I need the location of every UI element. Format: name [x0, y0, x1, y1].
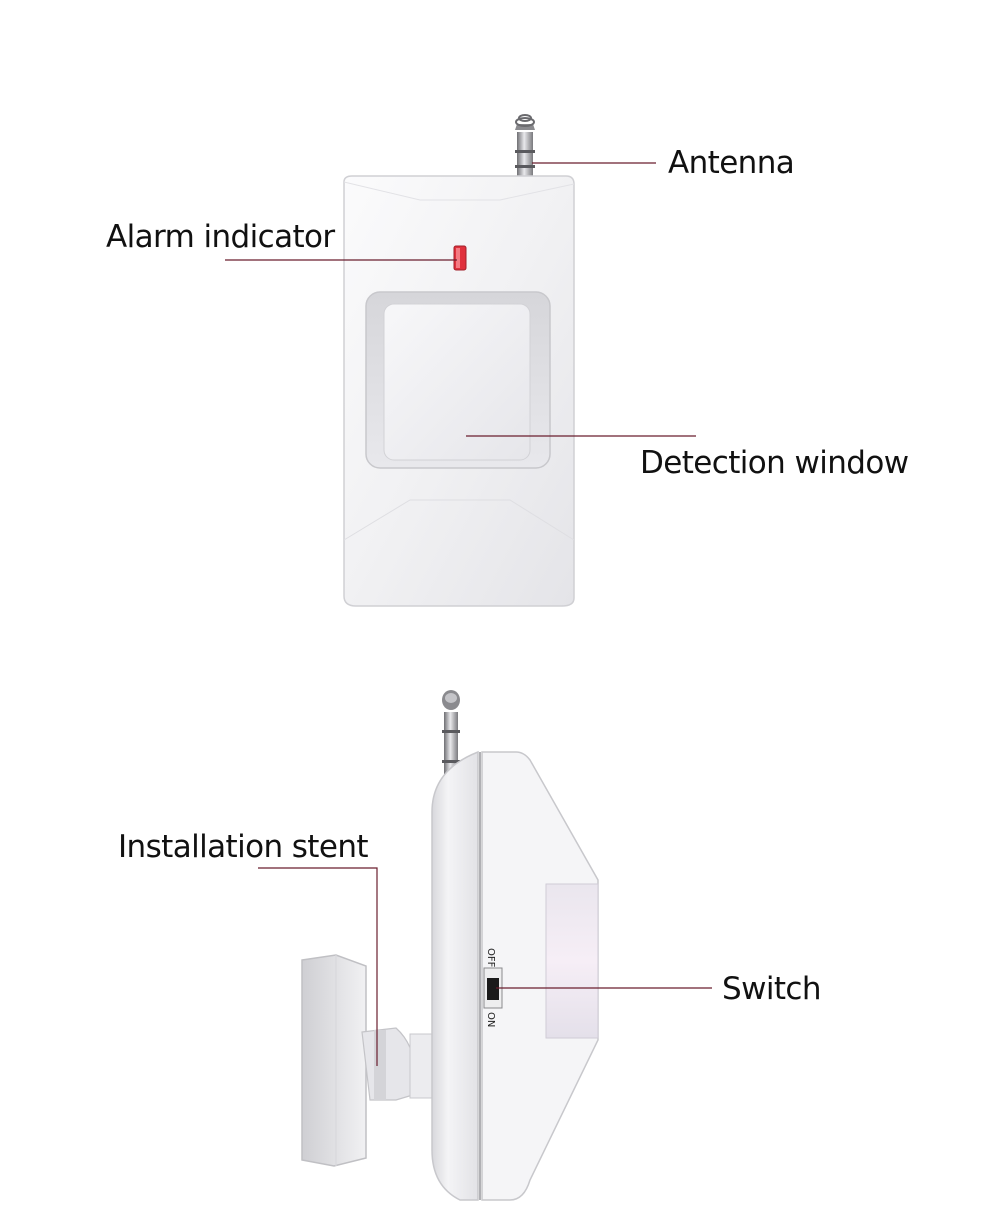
installation-stent-label: Installation stent — [118, 829, 369, 865]
installation-stent-leader-line — [258, 867, 378, 1066]
switch-label: Switch — [722, 971, 822, 1007]
front-view-device — [343, 114, 575, 607]
alarm-indicator-label: Alarm indicator — [106, 219, 335, 255]
switch-on-text: ON — [485, 1012, 496, 1027]
switch-off-text: OFF — [485, 948, 496, 968]
side-housing-front — [481, 751, 599, 1201]
detection-window-label: Detection window — [640, 445, 909, 481]
antenna-label: Antenna — [668, 145, 795, 181]
detection-window — [365, 291, 551, 469]
side-view-device — [301, 690, 599, 1201]
side-detection-window — [545, 883, 599, 1039]
side-housing-back — [431, 750, 479, 1201]
antenna-icon — [515, 114, 535, 184]
installation-stent — [301, 954, 441, 1167]
